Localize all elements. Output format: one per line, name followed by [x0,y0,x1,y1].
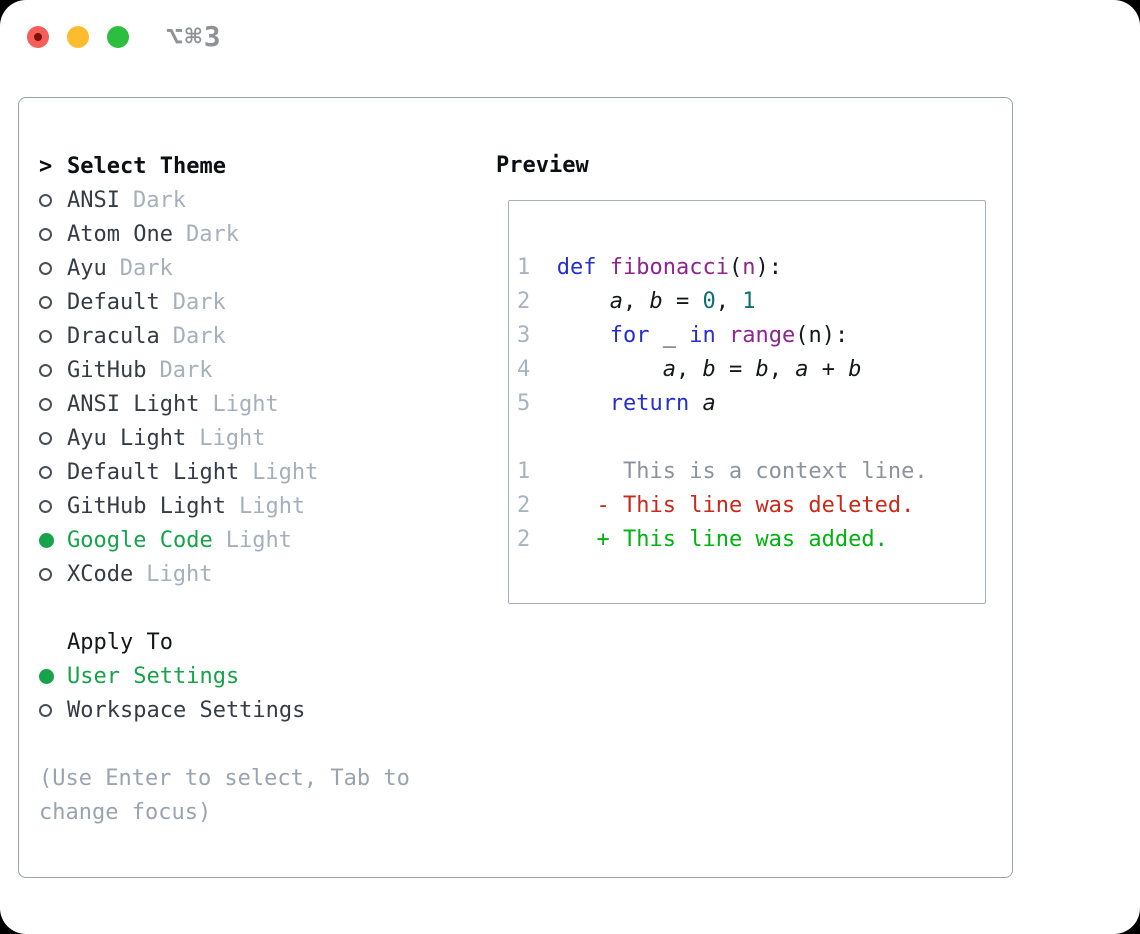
theme-option-xcode[interactable]: XCode Light [39,557,410,591]
theme-option-default-light[interactable]: Default Light Light [39,455,410,489]
apply-option-label: Workspace Settings [67,697,306,723]
apply-to-label: Apply To [67,629,173,655]
theme-option-ansi-dark[interactable]: ANSI Dark [39,183,410,217]
theme-option-default-dark[interactable]: Default Dark [39,285,410,319]
theme-variant: Light [238,493,306,519]
theme-name: Dracula [67,323,160,349]
hint-line: change focus) [39,799,212,825]
radio-unselected-icon [39,363,67,377]
radio-selected-icon [39,532,67,548]
diff-added-line: 2 + This line was added. [517,527,888,552]
theme-variant: Dark [185,221,239,247]
preview-heading: Preview [496,153,589,178]
theme-variant: Dark [159,357,213,383]
theme-name: ANSI [67,187,120,213]
theme-variant: Dark [119,255,173,281]
theme-name: ANSI Light [67,391,200,417]
hint-line: (Use Enter to select, Tab to [39,765,410,791]
theme-variant: Dark [172,323,226,349]
theme-name: Ayu [67,255,107,281]
apply-option-workspace-settings[interactable]: Workspace Settings [39,693,410,727]
theme-option-ansi-light[interactable]: ANSI Light Light [39,387,410,421]
spacer [39,591,410,625]
theme-variant: Light [225,527,292,553]
prompt-icon: > [39,153,53,179]
radio-unselected-icon [39,193,67,207]
theme-option-ayu-dark[interactable]: Ayu Dark [39,251,410,285]
apply-option-label: User Settings [67,663,240,689]
spacer [39,727,410,761]
unsaved-dot-icon [34,33,42,41]
code-line: 2 a, b = 0, 1 [517,289,756,314]
minimize-button[interactable] [67,26,89,48]
theme-variant: Dark [132,187,186,213]
window-title: ⌥⌘3 [166,20,223,53]
maximize-button[interactable] [107,26,129,48]
theme-variant: Dark [172,289,226,315]
blank-line [517,421,985,455]
code-line: 4 a, b = b, a + b [517,357,862,382]
theme-name: GitHub Light [67,493,226,519]
code-line: 5 return a [517,391,716,416]
apply-option-user-settings[interactable]: User Settings [39,659,410,693]
theme-variant: Light [212,391,279,417]
theme-variant: Light [252,459,319,485]
radio-unselected-icon [39,261,67,275]
diff-deleted-line: 2 - This line was deleted. [517,493,915,518]
theme-name: Atom One [67,221,173,247]
theme-name: GitHub [67,357,147,383]
theme-option-github-light[interactable]: GitHub Light Light [39,489,410,523]
radio-unselected-icon [39,227,67,241]
radio-unselected-icon [39,397,67,411]
close-button[interactable] [27,26,49,48]
theme-name: Default [67,289,160,315]
theme-name: Ayu Light [67,425,187,451]
radio-selected-icon [39,668,67,684]
radio-unselected-icon [39,703,67,717]
radio-unselected-icon [39,431,67,445]
hint-text: (Use Enter to select, Tab to [39,761,410,795]
select-theme-header: > Select Theme [39,149,410,183]
theme-option-ayu-light[interactable]: Ayu Light Light [39,421,410,455]
theme-option-atom-one-dark[interactable]: Atom One Dark [39,217,410,251]
radio-unselected-icon [39,499,67,513]
preview-box: 1 def fibonacci(n): 2 a, b = 0, 1 3 for _ … [508,200,986,604]
theme-option-dracula-dark[interactable]: Dracula Dark [39,319,410,353]
theme-option-google-code[interactable]: Google Code Light [39,523,410,557]
code-line: 3 for _ in range(n): [517,323,849,348]
theme-variant: Light [199,425,266,451]
apply-to-header: Apply To [39,625,410,659]
radio-unselected-icon [39,465,67,479]
hint-text: change focus) [39,795,410,829]
preview-code: 1 def fibonacci(n): 2 a, b = 0, 1 3 for _ … [509,201,985,557]
select-theme-label: Select Theme [67,153,226,179]
theme-name: Google Code [67,527,213,553]
code-line: 1 def fibonacci(n): [517,255,782,280]
radio-unselected-icon [39,295,67,309]
radio-unselected-icon [39,567,67,581]
theme-name: XCode [67,561,134,587]
diff-context-line: 1 This is a context line. [517,459,928,484]
theme-option-github-dark[interactable]: GitHub Dark [39,353,410,387]
radio-unselected-icon [39,329,67,343]
theme-variant: Light [146,561,213,587]
theme-name: Default Light [67,459,240,485]
